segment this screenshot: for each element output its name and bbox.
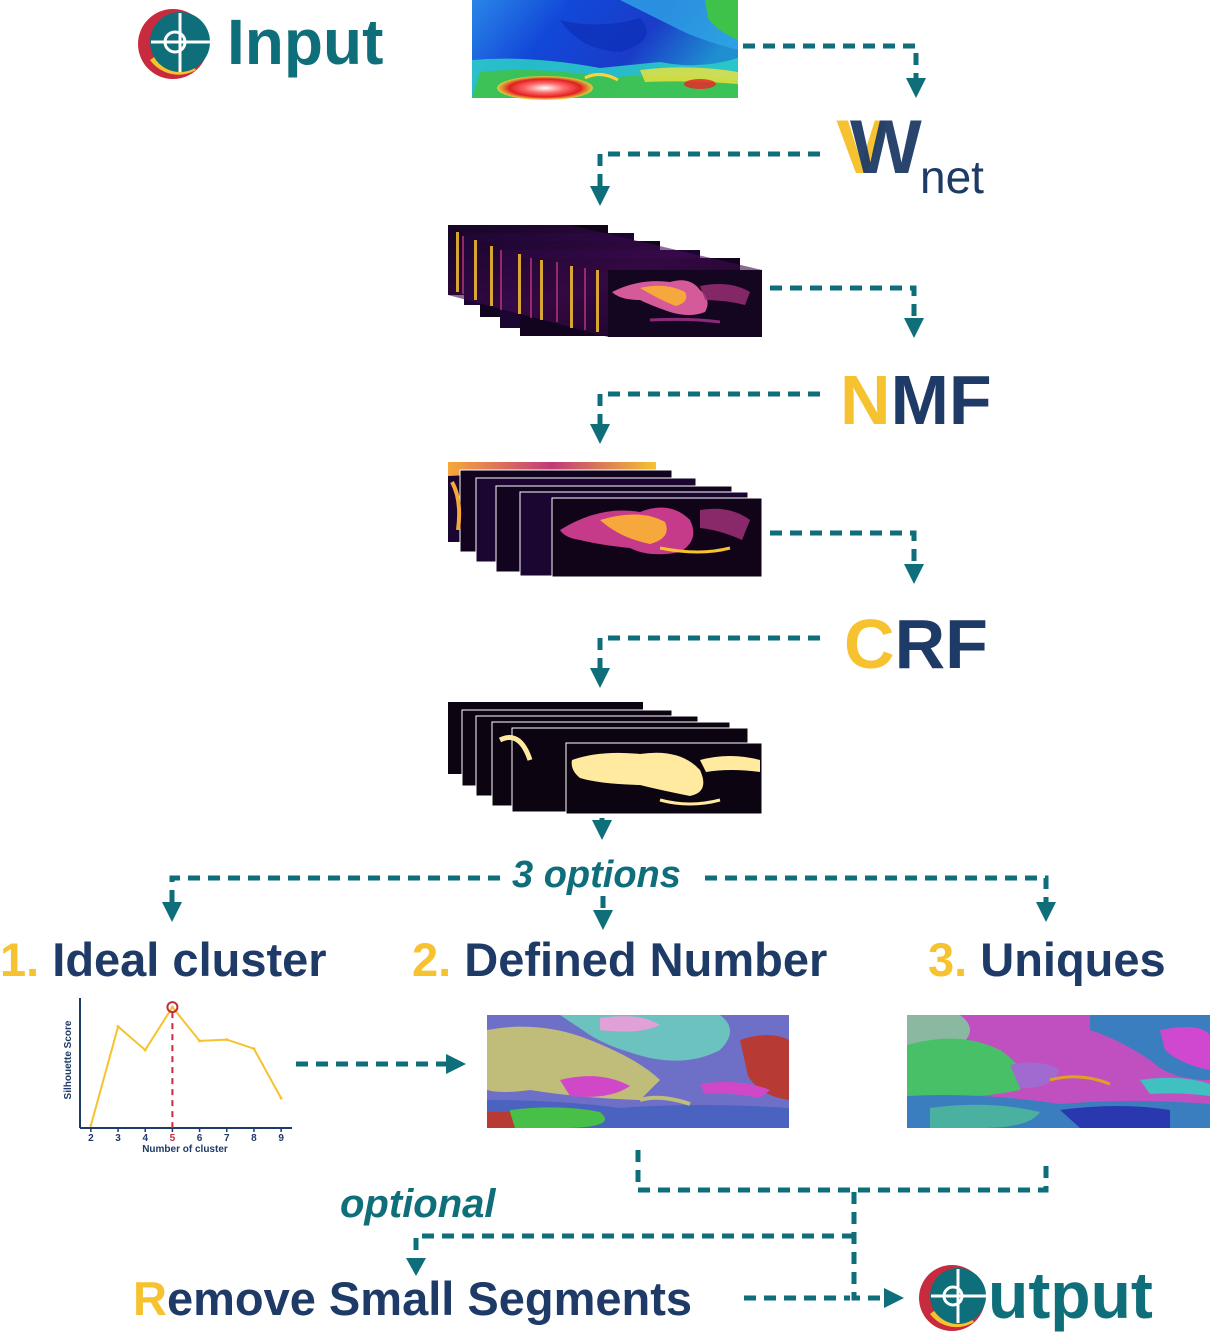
flow-arrows bbox=[169, 43, 1049, 1301]
input-heatmap-image bbox=[472, 0, 738, 100]
option-3-text: Uniques bbox=[980, 933, 1166, 986]
chart-highlight-marker bbox=[166, 1001, 179, 1014]
nmf-first-letter: N bbox=[840, 361, 891, 439]
nmf-component-stack bbox=[448, 462, 763, 578]
wnet-letter-front: V bbox=[836, 105, 887, 190]
option-2-text: Defined Number bbox=[464, 933, 828, 986]
chart-x-tick-label: 9 bbox=[278, 1133, 284, 1144]
output-logo-icon bbox=[919, 1265, 986, 1331]
nmf-rest: MF bbox=[890, 361, 992, 439]
chart-point-8 bbox=[252, 1047, 256, 1051]
remove-first-letter: R bbox=[133, 1272, 167, 1325]
wnet-subscript: net bbox=[920, 151, 984, 203]
chart-x-tick-label: 2 bbox=[88, 1133, 94, 1144]
chart-x-label: Number of cluster bbox=[142, 1144, 228, 1155]
arrow-branch-left bbox=[169, 875, 500, 902]
option-2-label: 2. Defined Number bbox=[412, 936, 827, 983]
arrow-branch-right bbox=[705, 875, 1049, 902]
chart-point-6 bbox=[198, 1039, 202, 1043]
chart-series-line bbox=[89, 1005, 282, 1126]
arrow-heads bbox=[162, 78, 1056, 1308]
chart-point-5 bbox=[170, 1005, 174, 1009]
input-logo-icon bbox=[138, 9, 210, 79]
wnet-letter-back: W bbox=[850, 105, 922, 190]
arrow-crf-to-masks bbox=[597, 635, 820, 668]
chart-x-tick-label: 3 bbox=[115, 1133, 121, 1144]
option-1-text: Ideal cluster bbox=[52, 933, 327, 986]
chart-x-tick-label: 8 bbox=[251, 1133, 257, 1144]
remove-small-segments-label: Remove Small Segments bbox=[133, 1275, 692, 1322]
remove-rest: emove Small Segments bbox=[166, 1272, 693, 1325]
chart-x-tick-label: 6 bbox=[197, 1133, 203, 1144]
arrow-features-to-nmf bbox=[770, 285, 917, 318]
chart-point-3 bbox=[116, 1025, 120, 1029]
arrow-merge bbox=[635, 1150, 1049, 1193]
arrow-input-to-wnet bbox=[743, 43, 919, 78]
crf-label: CRF bbox=[844, 604, 988, 683]
input-label: Input bbox=[227, 6, 384, 78]
chart-x-tick-label: 5 bbox=[170, 1133, 176, 1144]
chart-point-7 bbox=[225, 1038, 229, 1042]
crf-rest: RF bbox=[894, 605, 988, 683]
chart-y-label: Silhouette Score bbox=[63, 1020, 74, 1099]
defined-number-segmentation-image bbox=[487, 1015, 789, 1128]
option-1-label: 1. Ideal cluster bbox=[0, 936, 327, 983]
silhouette-chart: 2 3 4 5 6 7 8 9 Silhouette Score Number of clus… bbox=[63, 998, 292, 1155]
arrow-optional-remove bbox=[413, 1233, 854, 1258]
chart-point-9 bbox=[279, 1096, 283, 1100]
option-1-number: 1. bbox=[0, 933, 40, 986]
option-2-number: 2. bbox=[412, 933, 452, 986]
chart-x-tick-label: 4 bbox=[142, 1133, 148, 1144]
crf-mask-stack bbox=[448, 702, 763, 815]
uniques-segmentation-image bbox=[907, 1015, 1210, 1128]
arrow-nmf-to-components bbox=[597, 391, 820, 424]
option-3-label: 3. Uniques bbox=[928, 936, 1166, 983]
chart-x-tick-label: 7 bbox=[224, 1133, 230, 1144]
arrow-wnet-to-features bbox=[597, 151, 820, 186]
option-3-number: 3. bbox=[928, 933, 968, 986]
branch-label: 3 options bbox=[512, 854, 681, 896]
optional-label: optional bbox=[340, 1182, 496, 1226]
arrow-components-to-crf bbox=[770, 530, 917, 564]
chart-point-2 bbox=[89, 1123, 93, 1127]
crf-first-letter: C bbox=[844, 605, 895, 683]
arrow-merge-down bbox=[851, 1192, 890, 1301]
wnet-label: V W net bbox=[836, 105, 1036, 203]
nmf-label: NMF bbox=[840, 360, 992, 439]
output-label: utput bbox=[988, 1258, 1153, 1332]
chart-point-4 bbox=[143, 1048, 147, 1052]
wnet-feature-stack bbox=[448, 225, 762, 337]
